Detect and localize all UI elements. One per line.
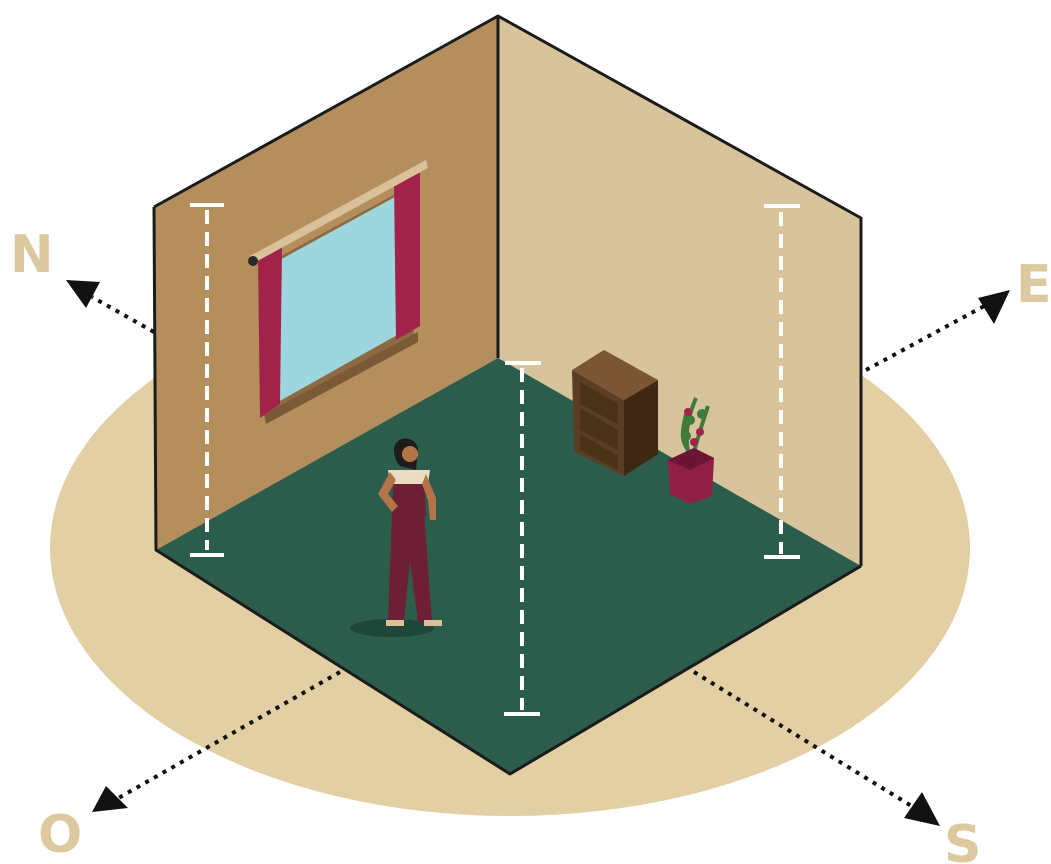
compass-west-label: O xyxy=(38,805,82,864)
west-arrowhead xyxy=(92,786,128,812)
left-curtain xyxy=(258,246,282,418)
compass-north-label: N xyxy=(10,225,54,285)
south-arrowhead xyxy=(904,792,940,826)
north-arrowhead xyxy=(66,280,100,308)
right-curtain xyxy=(394,170,420,340)
compass-east-label: E xyxy=(1016,255,1051,315)
compass-south-label: S xyxy=(944,815,981,864)
